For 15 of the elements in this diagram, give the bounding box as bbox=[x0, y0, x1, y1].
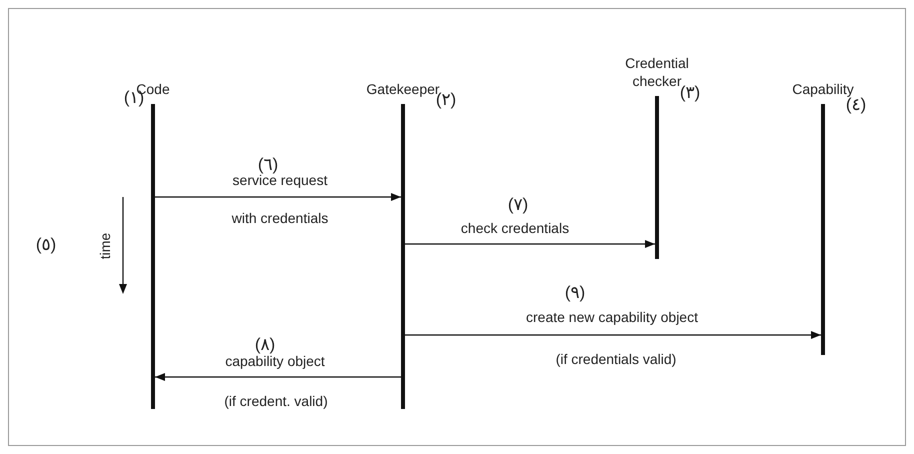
note-text: with credentials bbox=[232, 209, 328, 227]
callout-number: (٤) bbox=[846, 96, 866, 114]
message-arrow bbox=[405, 240, 655, 248]
callout-number: (٧) bbox=[508, 196, 528, 214]
lifeline-label: Capability bbox=[792, 80, 854, 98]
callout-number: (٥) bbox=[36, 236, 56, 254]
message-arrow bbox=[155, 193, 401, 201]
message-arrow bbox=[155, 373, 401, 381]
callout-number: (٨) bbox=[254, 336, 276, 354]
note-text: (if credentials valid) bbox=[556, 350, 676, 368]
callout-number: (٦) bbox=[258, 156, 278, 174]
note-text: (if credent. valid) bbox=[224, 392, 328, 410]
callout-number: (٩) bbox=[564, 284, 586, 302]
message-arrow bbox=[405, 331, 821, 339]
axis-label: time bbox=[96, 232, 114, 260]
